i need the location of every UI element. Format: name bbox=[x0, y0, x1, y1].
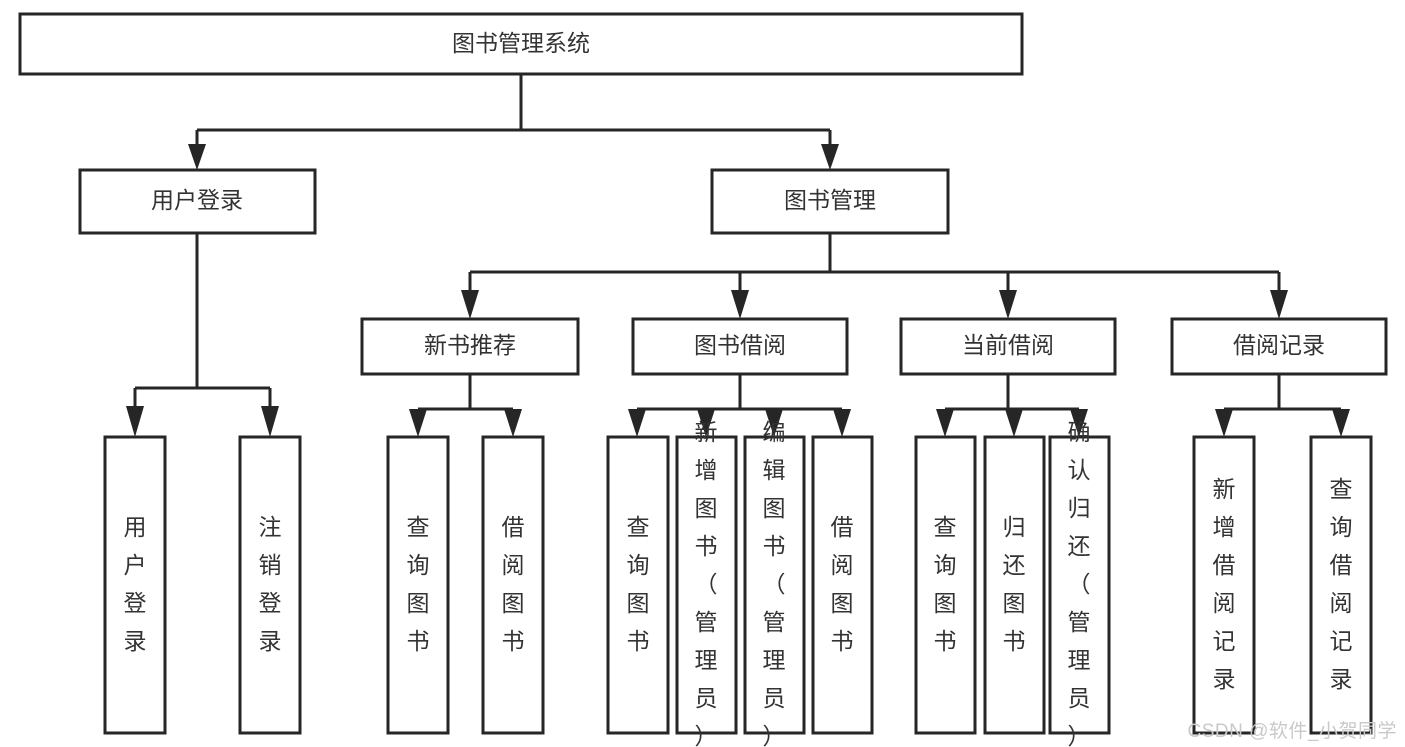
node-user-login-label: 用户登录 bbox=[151, 187, 243, 213]
node-root-label: 图书管理系统 bbox=[452, 30, 590, 56]
node-leaf-query-book-2[interactable]: 查询图书 bbox=[606, 435, 670, 735]
arrowhead-leaf-return-book bbox=[1005, 409, 1023, 437]
node-borrow-record-label: 借阅记录 bbox=[1233, 332, 1325, 358]
node-leaf-query-book-1-label: 查询图书 bbox=[407, 514, 430, 654]
node-leaf-return-book-box[interactable] bbox=[983, 435, 1046, 735]
node-root[interactable]: 图书管理系统 bbox=[18, 12, 1024, 76]
connector-userlogin-to-leaves bbox=[133, 233, 272, 410]
node-book-manage-label: 图书管理 bbox=[784, 187, 876, 213]
node-leaf-add-book-box[interactable] bbox=[675, 435, 738, 735]
node-leaf-add-book-label: 新增图书（管理员） bbox=[695, 419, 718, 747]
arrowhead-leaf-user-login bbox=[126, 406, 144, 437]
connector-bookborrow-to-leaves bbox=[635, 374, 844, 418]
connector-root-to-level2 bbox=[195, 74, 832, 155]
node-leaf-borrow-book-2[interactable]: 借阅图书 bbox=[811, 435, 874, 735]
node-leaf-add-record-box[interactable] bbox=[1192, 435, 1256, 735]
node-root-box[interactable] bbox=[18, 12, 1024, 76]
node-new-book-rec-box[interactable] bbox=[360, 317, 580, 376]
node-leaf-borrow-book-1-label: 借阅图书 bbox=[502, 514, 525, 654]
node-leaf-return-book[interactable]: 归还图书 bbox=[983, 435, 1046, 735]
node-leaf-return-book-label: 归还图书 bbox=[1003, 514, 1026, 654]
arrowhead-book-borrow bbox=[731, 290, 749, 319]
node-borrow-record[interactable]: 借阅记录 bbox=[1170, 317, 1388, 376]
arrowhead-leaf-add-record bbox=[1215, 409, 1233, 437]
node-leaf-user-logout[interactable]: 注销登录 bbox=[238, 435, 302, 735]
node-leaf-confirm-return[interactable]: 确认归还（管理员） bbox=[1048, 419, 1111, 747]
connector-borrowrecord-to-leaves bbox=[1222, 374, 1343, 418]
arrowhead-leaf-query-record bbox=[1332, 409, 1350, 437]
node-book-borrow[interactable]: 图书借阅 bbox=[631, 317, 849, 376]
node-borrow-record-box[interactable] bbox=[1170, 317, 1388, 376]
node-leaf-borrow-book-2-box[interactable] bbox=[811, 435, 874, 735]
node-leaf-query-book-3[interactable]: 查询图书 bbox=[914, 435, 977, 735]
connector-layer bbox=[126, 74, 1350, 437]
node-leaf-query-book-2-box[interactable] bbox=[606, 435, 670, 735]
node-leaf-query-book-1-box[interactable] bbox=[386, 435, 450, 735]
arrowhead-current-borrow bbox=[999, 290, 1017, 319]
node-leaf-borrow-book-1[interactable]: 借阅图书 bbox=[481, 435, 545, 735]
arrowhead-new-book-rec bbox=[461, 290, 479, 319]
node-leaf-borrow-book-2-label: 借阅图书 bbox=[831, 514, 854, 654]
node-leaf-query-record[interactable]: 查询借阅记录 bbox=[1309, 435, 1373, 735]
arrowhead-leaf-user-logout bbox=[261, 406, 279, 437]
node-new-book-rec[interactable]: 新书推荐 bbox=[360, 317, 580, 376]
arrowhead-leaf-query-book-3 bbox=[936, 409, 954, 437]
csdn-watermark: CSDN @软件_小贺同学 bbox=[1187, 721, 1397, 742]
node-book-borrow-box[interactable] bbox=[631, 317, 849, 376]
node-leaf-query-book-3-label: 查询图书 bbox=[934, 514, 957, 654]
node-leaf-confirm-return-label: 确认归还（管理员） bbox=[1068, 419, 1091, 747]
node-leaf-user-login-box[interactable] bbox=[103, 435, 167, 735]
node-leaf-user-login[interactable]: 用户登录 bbox=[103, 435, 167, 735]
arrowhead-leaf-add-book bbox=[697, 409, 715, 437]
node-user-login[interactable]: 用户登录 bbox=[78, 168, 317, 235]
node-leaf-user-logout-label: 注销登录 bbox=[259, 514, 282, 654]
node-leaf-user-logout-box[interactable] bbox=[238, 435, 302, 735]
node-leaf-query-record-label: 查询借阅记录 bbox=[1330, 476, 1353, 692]
arrowhead-leaf-query-book-1 bbox=[409, 409, 427, 437]
node-current-borrow[interactable]: 当前借阅 bbox=[899, 317, 1117, 376]
node-leaf-edit-book-label: 编辑图书（管理员） bbox=[763, 419, 786, 747]
arrowhead-leaf-query-book-2 bbox=[628, 409, 646, 437]
arrowhead-leaf-confirm-return bbox=[1070, 409, 1088, 437]
connector-bookmanage-to-level3 bbox=[468, 233, 1281, 295]
connector-newbookrec-to-leaves bbox=[416, 374, 515, 418]
node-book-borrow-label: 图书借阅 bbox=[694, 332, 786, 358]
node-leaf-add-book[interactable]: 新增图书（管理员） bbox=[675, 419, 738, 747]
node-leaf-edit-book[interactable]: 编辑图书（管理员） bbox=[743, 419, 806, 747]
arrowhead-leaf-edit-book bbox=[765, 409, 783, 437]
node-leaf-query-book-2-label: 查询图书 bbox=[627, 514, 650, 654]
node-book-manage[interactable]: 图书管理 bbox=[710, 168, 950, 235]
node-new-book-rec-label: 新书推荐 bbox=[424, 332, 516, 358]
arrowhead-book-manage bbox=[821, 144, 839, 170]
node-leaf-user-login-label: 用户登录 bbox=[124, 514, 147, 654]
node-book-manage-box[interactable] bbox=[710, 168, 950, 235]
node-current-borrow-label: 当前借阅 bbox=[962, 332, 1054, 358]
node-current-borrow-box[interactable] bbox=[899, 317, 1117, 376]
node-leaf-add-record-label: 新增借阅记录 bbox=[1213, 476, 1236, 692]
arrowhead-leaf-borrow-book-1 bbox=[504, 409, 522, 437]
node-leaf-borrow-book-1-box[interactable] bbox=[481, 435, 545, 735]
node-leaf-query-record-box[interactable] bbox=[1309, 435, 1373, 735]
arrowhead-leaf-borrow-book-2 bbox=[833, 409, 851, 437]
node-user-login-box[interactable] bbox=[78, 168, 317, 235]
arrowhead-borrow-record bbox=[1270, 290, 1288, 319]
node-leaf-add-record[interactable]: 新增借阅记录 bbox=[1192, 435, 1256, 735]
node-leaf-query-book-1[interactable]: 查询图书 bbox=[386, 435, 450, 735]
node-leaf-edit-book-box[interactable] bbox=[743, 435, 806, 735]
node-leaf-confirm-return-box[interactable] bbox=[1048, 435, 1111, 735]
arrowhead-user-login bbox=[188, 144, 206, 170]
node-leaf-query-book-3-box[interactable] bbox=[914, 435, 977, 735]
